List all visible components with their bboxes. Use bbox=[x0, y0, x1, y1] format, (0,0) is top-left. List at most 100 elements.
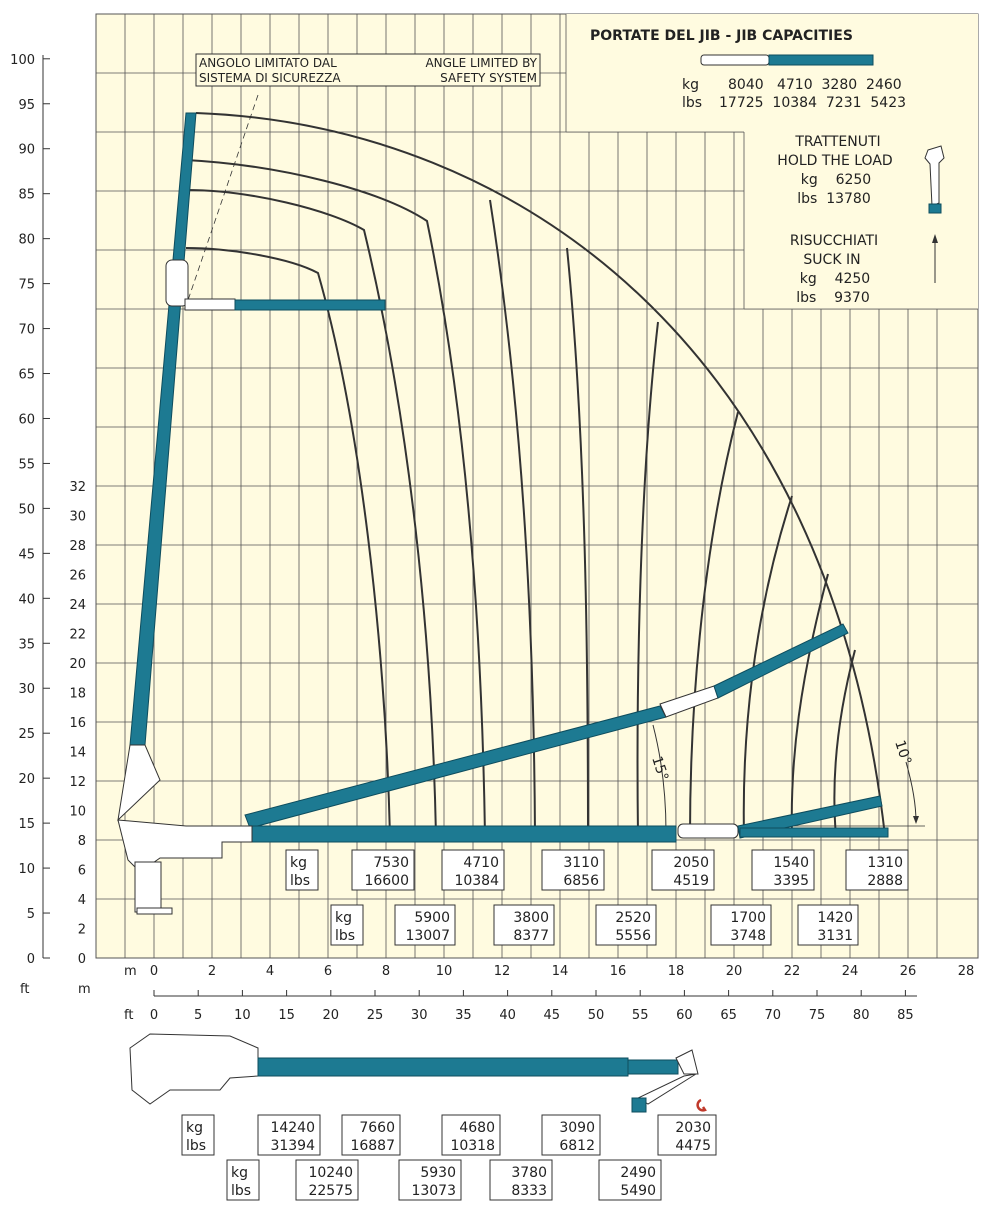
bottom-m-unit: m bbox=[124, 964, 137, 979]
ft-x-tick-label: 80 bbox=[853, 1008, 870, 1023]
crane-booms bbox=[117, 112, 889, 915]
bottom-boom bbox=[257, 1057, 629, 1077]
unit-kg: kg bbox=[231, 1165, 248, 1181]
hold-lbs: lbs 13780 bbox=[797, 191, 871, 207]
angle-limit-note: ANGOLO LIMITATO DAL SISTEMA DI SICUREZZA… bbox=[185, 53, 541, 307]
capacity-box bbox=[351, 849, 415, 891]
left-m-unit: m bbox=[78, 982, 91, 997]
capacity-lbs: 5490 bbox=[620, 1183, 656, 1199]
ft-x-tick-label: 10 bbox=[234, 1008, 251, 1023]
ft-x-tick-label: 65 bbox=[720, 1008, 737, 1023]
m-y-tick-label: 22 bbox=[69, 628, 86, 643]
unit-box bbox=[181, 1114, 215, 1156]
m-x-tick-label: 20 bbox=[726, 964, 743, 979]
ft-x-tick-label: 5 bbox=[194, 1008, 202, 1023]
ft-y-tick-label: 100 bbox=[10, 53, 35, 68]
reach-curve-24b bbox=[566, 247, 589, 837]
suck-lbs: lbs 9370 bbox=[796, 290, 870, 306]
m-x-tick-label: 0 bbox=[150, 964, 158, 979]
m-y-tick-label: 6 bbox=[78, 864, 86, 879]
capacity-lbs: 16600 bbox=[364, 873, 409, 889]
m-y-tick-label: 10 bbox=[69, 805, 86, 820]
capacity-lbs: 5556 bbox=[615, 928, 651, 944]
reach-curve-13 bbox=[790, 573, 829, 837]
suck-en-label: SUCK IN bbox=[803, 252, 860, 268]
capacity-kg: 5930 bbox=[420, 1165, 456, 1181]
ft-y-tick-label: 75 bbox=[18, 278, 35, 293]
unit-kg: kg bbox=[335, 910, 352, 926]
ft-y-tick-label: 0 bbox=[27, 952, 35, 967]
jib-at-22m bbox=[234, 299, 386, 311]
capacity-box bbox=[657, 1114, 717, 1156]
capacity-kg: 7530 bbox=[373, 855, 409, 871]
chart-row2-box: 1420 3131 bbox=[797, 904, 859, 946]
m-y-tick-label: 18 bbox=[69, 687, 86, 702]
jib-capacities-panel: PORTATE DEL JIB - JIB CAPACITIES kg 8040… bbox=[565, 14, 978, 310]
capacity-box bbox=[541, 1114, 601, 1156]
m-x-tick-label: 10 bbox=[436, 964, 453, 979]
chart-capacity-boxes: kglbs75301660047101038431106856205045191… bbox=[285, 849, 909, 946]
m-x-tick-label: 28 bbox=[958, 964, 975, 979]
jib-angle-15-label: 15° bbox=[648, 754, 671, 783]
ft-x-tick-label: 45 bbox=[544, 1008, 561, 1023]
m-x-tick-label: 26 bbox=[900, 964, 917, 979]
capacity-kg: 3800 bbox=[513, 910, 549, 926]
ft-y-tick-label: 80 bbox=[18, 233, 35, 248]
m-x-tick-label: 6 bbox=[324, 964, 332, 979]
capacity-box bbox=[595, 904, 657, 946]
capacity-lbs: 3131 bbox=[817, 928, 853, 944]
ft-y-tick-label: 15 bbox=[18, 817, 35, 832]
m-y-tick-label: 12 bbox=[69, 775, 86, 790]
suck-it-label: RISUCCHIATI bbox=[790, 233, 878, 249]
capacity-kg: 1420 bbox=[817, 910, 853, 926]
capacity-kg: 2030 bbox=[675, 1120, 711, 1136]
row1-unit-box: kg lbs bbox=[285, 849, 319, 891]
capacity-box bbox=[751, 849, 815, 891]
capacity-kg: 1700 bbox=[730, 910, 766, 926]
capacity-kg: 2520 bbox=[615, 910, 651, 926]
m-y-tick-label: 20 bbox=[69, 657, 86, 672]
unit-kg: kg bbox=[290, 855, 307, 871]
bottom-capacity-boxes: kglbs14240313947660168874680103183090681… bbox=[181, 1114, 717, 1201]
ft-y-tick-label: 30 bbox=[18, 682, 35, 697]
ft-x-tick-label: 30 bbox=[411, 1008, 428, 1023]
capacity-kg: 3780 bbox=[511, 1165, 547, 1181]
unit-box bbox=[330, 904, 364, 946]
ft-y-tick-label: 55 bbox=[18, 457, 35, 472]
capacity-lbs: 13007 bbox=[405, 928, 450, 944]
ft-y-tick-label: 60 bbox=[18, 412, 35, 427]
chart-row1-box: 7530 16600 bbox=[351, 849, 415, 891]
ft-x-tick-label: 40 bbox=[499, 1008, 516, 1023]
crane-base-icon bbox=[117, 819, 253, 873]
capacity-lbs: 8377 bbox=[513, 928, 549, 944]
ft-y-tick-label: 10 bbox=[18, 862, 35, 877]
angle-note-it-1: ANGOLO LIMITATO DAL bbox=[199, 56, 337, 70]
vertical-jib-knuckle bbox=[165, 259, 189, 307]
capacity-lbs: 6812 bbox=[559, 1138, 595, 1154]
capacity-kg: 1540 bbox=[773, 855, 809, 871]
ft-y-tick-label: 90 bbox=[18, 143, 35, 158]
unit-lbs: lbs bbox=[290, 873, 310, 889]
angle-marks: 15° 10° bbox=[648, 724, 925, 836]
ft-x-tick-label: 85 bbox=[897, 1008, 914, 1023]
m-y-tick-label: 26 bbox=[69, 569, 86, 584]
left-ft-unit: ft bbox=[20, 982, 29, 997]
bottom-ft-unit: ft bbox=[124, 1008, 133, 1023]
chart-row2-box: 2520 5556 bbox=[595, 904, 657, 946]
hold-en-label: HOLD THE LOAD bbox=[777, 153, 892, 169]
m-y-tick-label: 8 bbox=[78, 834, 86, 849]
